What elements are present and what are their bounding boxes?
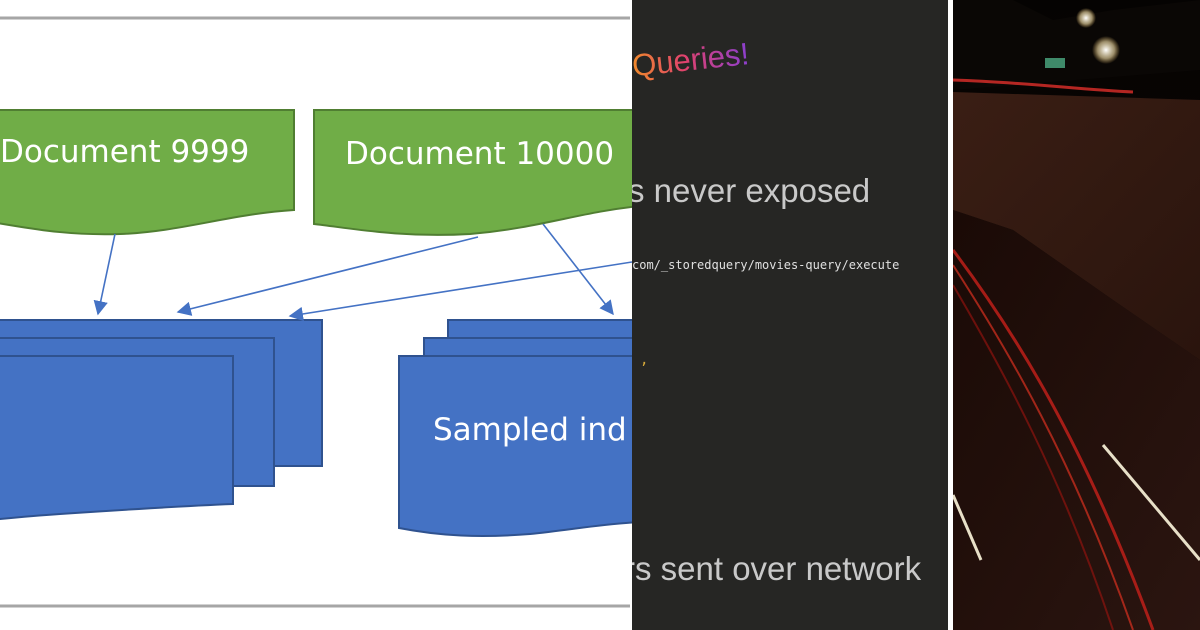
photo-trees bbox=[953, 0, 1200, 90]
photo-street-lamp-1 bbox=[1076, 8, 1096, 28]
index-stack-left bbox=[0, 319, 323, 521]
arrow-doc10000-to-sampled bbox=[542, 223, 614, 316]
slide-code-punct: , bbox=[640, 352, 648, 368]
arrow-doc10000-to-index bbox=[176, 236, 479, 316]
sampled-index-label: Sampled ind bbox=[433, 412, 627, 448]
photo-road-sign bbox=[1045, 58, 1065, 68]
document-shape-right: Document 10000 bbox=[313, 109, 632, 236]
photo-light-trails bbox=[953, 78, 1155, 630]
slide-panel: Queries! s never exposed com/_storedquer… bbox=[632, 0, 948, 630]
slide-title: Queries! bbox=[632, 36, 751, 83]
panel-separator bbox=[948, 0, 953, 630]
index-stack-sampled: Sampled ind bbox=[398, 319, 632, 537]
arrow-doc9999-to-index bbox=[93, 233, 116, 316]
photo-retaining-wall bbox=[953, 92, 1200, 360]
document-10000-label: Document 10000 bbox=[345, 136, 614, 172]
diagram-canvas: Document 9999 Document 10000 Sampled ind bbox=[0, 16, 632, 608]
photo-canvas bbox=[953, 0, 1200, 630]
slide-code-url: com/_storedquery/movies-query/execute bbox=[632, 258, 899, 272]
photo-road bbox=[953, 210, 1200, 630]
slide-line-network: rs sent over network bbox=[632, 550, 922, 587]
slide-canvas: Queries! s never exposed com/_storedquer… bbox=[632, 36, 922, 587]
arrow-offscreen-to-index bbox=[288, 261, 632, 322]
diagram-panel: Document 9999 Document 10000 Sampled ind bbox=[0, 16, 632, 608]
document-9999-label: Document 9999 bbox=[0, 134, 249, 170]
night-highway-photo bbox=[953, 0, 1200, 630]
photo-lane-markings bbox=[953, 444, 1200, 561]
document-shape-left: Document 9999 bbox=[0, 109, 295, 236]
slide-line-exposed: s never exposed bbox=[632, 172, 870, 209]
photo-street-lamp-2 bbox=[1092, 36, 1120, 64]
